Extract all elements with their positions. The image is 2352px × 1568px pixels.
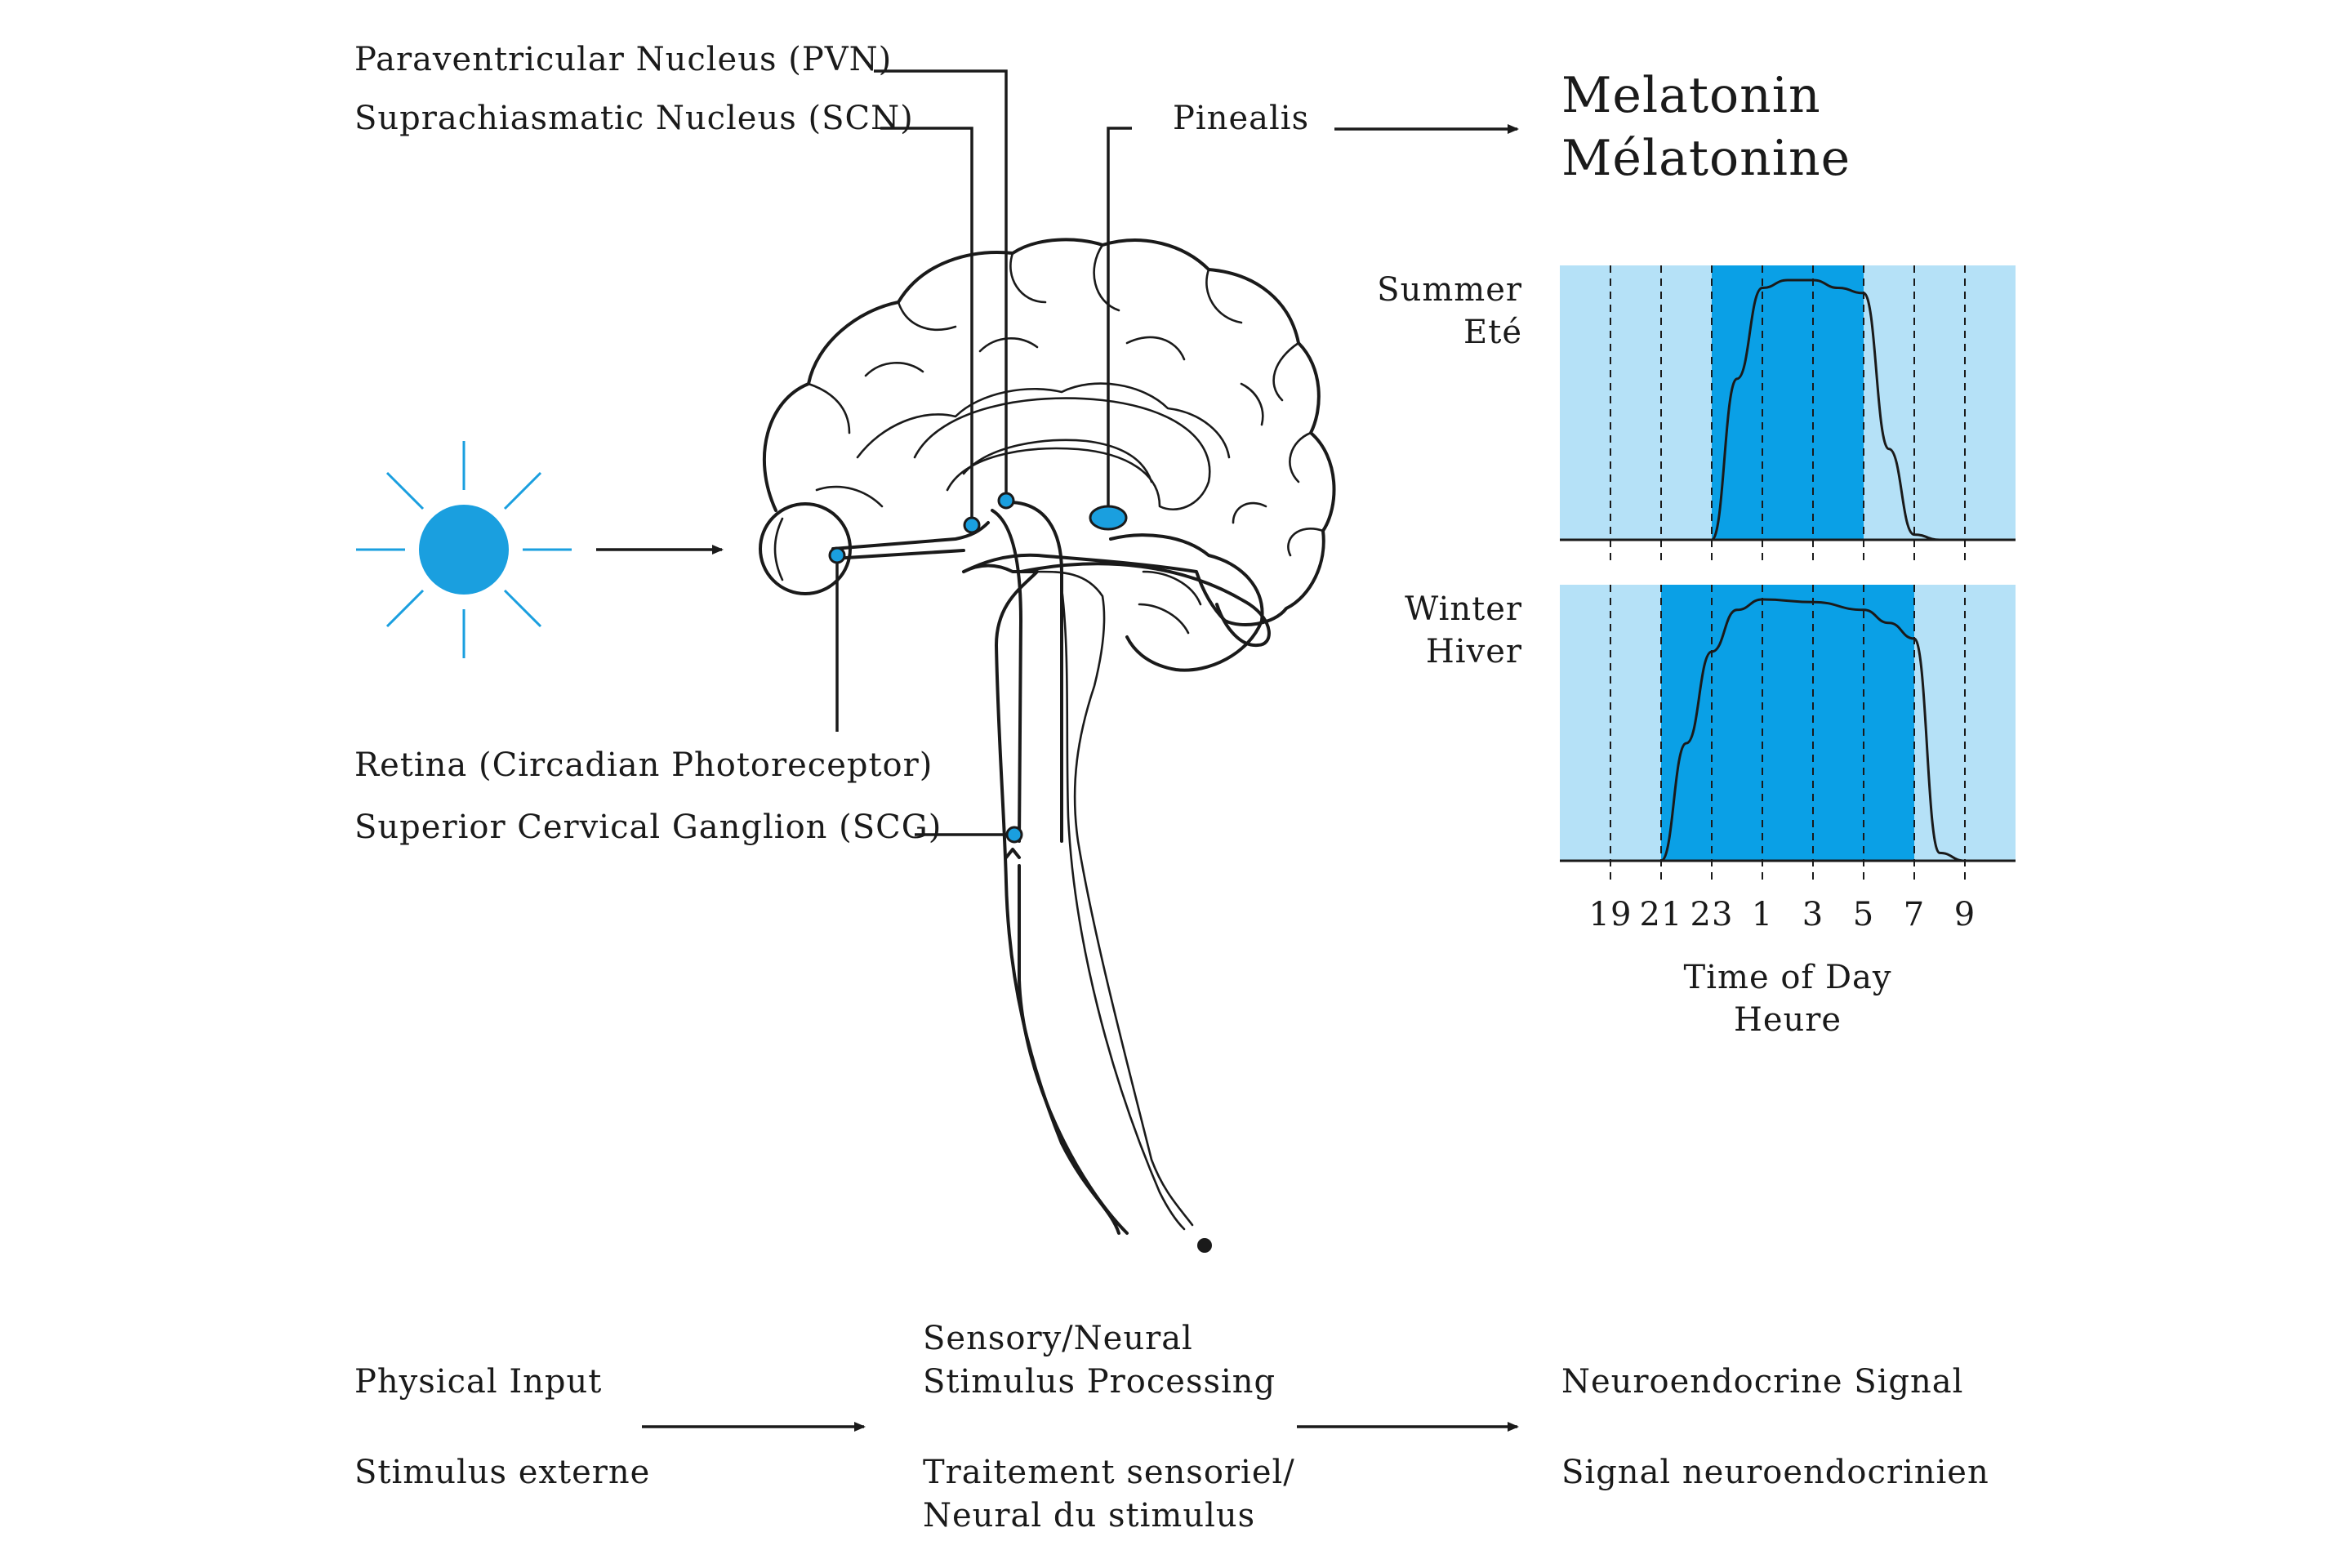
flow-step3-en: Neuroendocrine Signal: [1561, 1363, 1963, 1401]
brain-illustration: [759, 238, 1336, 1253]
x-tick-label: 7: [1904, 896, 1925, 933]
scn-label: Suprachiasmatic Nucleus (SCN): [354, 100, 914, 137]
scn-node: [963, 516, 981, 534]
flow-step2-en-line1: Sensory/Neural: [923, 1320, 1193, 1357]
dark-period-band: [1712, 265, 1864, 540]
process-flow: Physical Input Stimulus externe Sensory/…: [354, 1320, 1989, 1535]
x-tick-label: 3: [1802, 896, 1824, 933]
pvn-label: Paraventricular Nucleus (PVN): [354, 41, 892, 78]
melatonin-curve: [1710, 278, 1940, 541]
sun-icon: [356, 441, 572, 658]
melatonin-title: Melatonin: [1561, 67, 1821, 124]
retina-label: Retina (Circadian Photoreceptor): [354, 746, 933, 784]
x-tick-label: 19: [1589, 896, 1633, 933]
x-tick-label: 9: [1954, 896, 1976, 933]
flow-step2-fr-line1: Traitement sensoriel/: [923, 1454, 1295, 1491]
season-label-en: Summer: [1377, 271, 1522, 309]
melatonin-curve: [1660, 598, 1966, 862]
pvn-node: [997, 492, 1015, 510]
pinealis-label: Pinealis: [1173, 100, 1309, 137]
flow-step3-fr: Signal neuroendocrinien: [1561, 1454, 1989, 1491]
melatonine-title: Mélatonine: [1561, 130, 1851, 187]
x-axis-label-fr: Heure: [1734, 1001, 1842, 1039]
retina-node: [828, 546, 846, 564]
leader-lines: [835, 69, 1132, 836]
flow-step1-en: Physical Input: [354, 1363, 602, 1401]
flow-step2-fr-line2: Neural du stimulus: [923, 1497, 1255, 1535]
x-tick-label: 23: [1690, 896, 1734, 933]
x-tick-label: 5: [1853, 896, 1874, 933]
scg-label: Superior Cervical Ganglion (SCG): [354, 808, 942, 846]
x-tick-label: 1: [1752, 896, 1773, 933]
season-label-en: Winter: [1405, 590, 1522, 628]
x-axis-label-en: Time of Day: [1684, 959, 1892, 996]
dark-period-band: [1661, 585, 1914, 861]
flow-step1-fr: Stimulus externe: [354, 1454, 650, 1491]
scg-node: [1005, 826, 1023, 844]
pineal-node: [1089, 505, 1128, 531]
season-label-fr: Hiver: [1426, 633, 1522, 670]
flow-step2-en-line2: Stimulus Processing: [923, 1363, 1276, 1401]
x-tick-label: 21: [1640, 896, 1683, 933]
season-label-fr: Eté: [1463, 314, 1522, 351]
